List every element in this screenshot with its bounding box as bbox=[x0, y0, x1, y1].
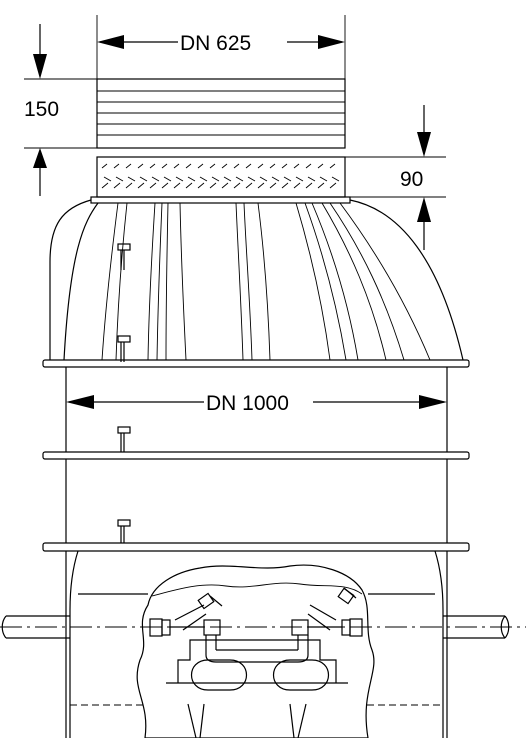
ring-hatch-mark bbox=[221, 163, 232, 189]
dim-label-ring-height: 90 bbox=[400, 168, 423, 191]
ring-hatch-mark bbox=[281, 163, 292, 189]
cone-rib bbox=[311, 202, 359, 361]
cone-rib bbox=[339, 202, 431, 361]
ring-hatch-mark bbox=[125, 163, 136, 189]
cone-rib bbox=[156, 202, 163, 361]
cone-rib bbox=[329, 202, 405, 361]
cone-rib bbox=[321, 202, 387, 361]
ring-hatch-mark bbox=[101, 163, 112, 189]
dim-cover-height: 150 bbox=[24, 24, 97, 196]
ring-hatch-mark bbox=[329, 163, 340, 189]
ring-hatch-mark bbox=[149, 163, 160, 189]
cone-rib bbox=[295, 202, 331, 361]
step-iron-1 bbox=[117, 243, 131, 270]
ring-hatching bbox=[101, 163, 340, 189]
benching bbox=[166, 639, 348, 738]
step-iron-2 bbox=[117, 335, 131, 362]
cover-ribs bbox=[97, 90, 345, 136]
ring-hatch-mark bbox=[293, 163, 304, 189]
ring-hatch-mark bbox=[113, 163, 124, 189]
dim-label-cover-diameter: DN 625 bbox=[180, 32, 251, 55]
cone-rib bbox=[235, 202, 244, 361]
cone-rib bbox=[179, 202, 187, 361]
dim-cover-diameter: DN 625 bbox=[96, 15, 346, 79]
ring-hatch-mark bbox=[173, 163, 184, 189]
dim-shaft-diameter: DN 1000 bbox=[66, 392, 447, 415]
dim-label-shaft-diameter: DN 1000 bbox=[206, 392, 289, 415]
ring-hatch-mark bbox=[317, 163, 328, 189]
adjustment-ring bbox=[96, 156, 346, 198]
ring-hatch-mark bbox=[185, 163, 196, 189]
cover-frame bbox=[96, 78, 346, 149]
ring-hatch-mark bbox=[305, 163, 316, 189]
dim-label-cover-height: 150 bbox=[24, 98, 59, 121]
cone-rib bbox=[147, 202, 156, 361]
shaft-body bbox=[42, 359, 470, 552]
cone-rib bbox=[243, 202, 253, 361]
cone-rib bbox=[101, 202, 119, 361]
shaft-base bbox=[0, 550, 526, 738]
ring-hatch-mark bbox=[269, 163, 280, 189]
cone-rib bbox=[257, 202, 271, 361]
ring-hatch-mark bbox=[209, 163, 220, 189]
cone-ribs bbox=[101, 202, 431, 361]
ring-hatch-mark bbox=[161, 163, 172, 189]
ring-hatch-mark bbox=[233, 163, 244, 189]
dim-ring-height: 90 bbox=[345, 105, 446, 250]
shaft-cone bbox=[49, 196, 464, 362]
step-iron-3 bbox=[117, 426, 131, 452]
cone-rib bbox=[304, 202, 347, 361]
cone-rib bbox=[115, 202, 128, 361]
step-iron-4 bbox=[117, 519, 131, 543]
ring-hatch-mark bbox=[245, 163, 256, 189]
ring-hatch-mark bbox=[197, 163, 208, 189]
ring-hatch-mark bbox=[257, 163, 268, 189]
ring-hatch-mark bbox=[137, 163, 148, 189]
cone-rib bbox=[165, 202, 169, 361]
